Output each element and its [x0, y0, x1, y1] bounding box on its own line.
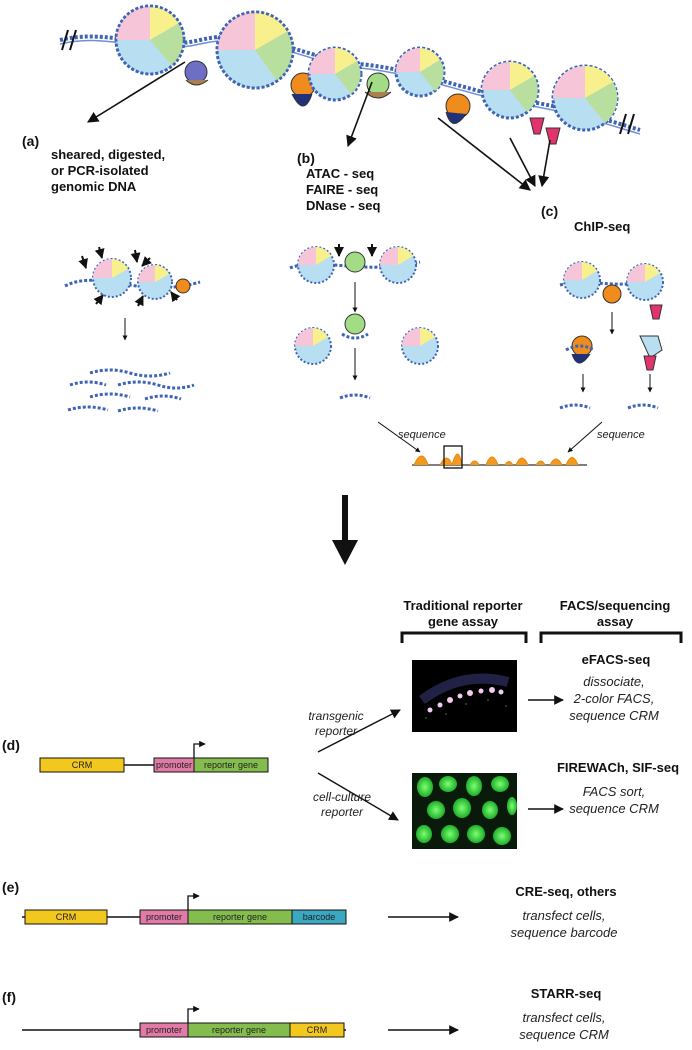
bracket-facs: [539, 631, 683, 643]
panel-b-line-1: ATAC - seq: [306, 166, 374, 181]
panel-a-letter: (a): [22, 133, 39, 149]
purple-protein-1: [184, 60, 209, 86]
crm-label-d: CRM: [72, 760, 93, 770]
dna-fragment-c-2: [627, 403, 659, 410]
transgenic-line-2: reporter: [315, 724, 358, 738]
header-facs-line-1: FACS/sequencing: [560, 598, 671, 613]
starr-line-1: transfect cells,: [522, 1010, 605, 1025]
starr-title: STARR-seq: [531, 986, 602, 1001]
reporter-label-e: reporter gene: [213, 912, 267, 922]
sequence-label-right: sequence: [597, 429, 645, 441]
dna-fragments-a: [67, 368, 195, 413]
header-traditional-line-2: gene assay: [428, 614, 499, 629]
barcode-label-e: barcode: [303, 912, 336, 922]
break-mark-left: [61, 29, 69, 51]
arrow-sequence-left: [377, 421, 421, 453]
panel-c-title: ChIP-seq: [574, 219, 630, 234]
panel-a-line-1: sheared, digested,: [51, 147, 165, 162]
arrow-to-a: [87, 61, 186, 123]
cell-culture-line-1: cell-culture: [313, 790, 371, 804]
pink-protein-2: [545, 127, 561, 145]
crm-box-f: [289, 1022, 345, 1038]
efacs-line-2: 2-color FACS,: [573, 691, 655, 706]
panel-a-line-3: genomic DNA: [51, 179, 137, 194]
promoter-label-d: promoter: [156, 760, 192, 770]
promoter-label-e: promoter: [146, 912, 182, 922]
peak-track: [412, 445, 587, 469]
nucleosome-2: [215, 10, 295, 90]
arrow-sequence-right: [567, 421, 603, 453]
reporter-label-d: reporter gene: [204, 760, 258, 770]
nucleosome-3: [307, 46, 363, 102]
highlighted-peak-box: [443, 445, 463, 469]
arrow-transgenic: [317, 709, 401, 753]
construct-e: [22, 892, 347, 925]
transgenic-line-1: transgenic: [308, 709, 363, 723]
dna-fragment-b: [339, 393, 371, 400]
starr-line-2: sequence CRM: [519, 1027, 609, 1042]
bracket-traditional: [400, 631, 528, 643]
cell-culture-line-2: reporter: [321, 805, 364, 819]
promoter-label-f: promoter: [146, 1025, 182, 1035]
arrow-to-c-2: [509, 137, 536, 187]
construct-f: [22, 1005, 346, 1038]
gfp-cells-micrograph: [412, 773, 517, 849]
panel-c-chromatin: [559, 261, 664, 320]
firewach-line-1: FACS sort,: [583, 784, 646, 799]
efacs-line-3: sequence CRM: [569, 708, 659, 723]
reporter-label-f: reporter gene: [212, 1025, 266, 1035]
nucleosome-1: [114, 4, 186, 76]
panel-c-letter: (c): [541, 203, 558, 219]
nucleosome-6: [551, 64, 619, 132]
arrow-to-c-1: [437, 117, 531, 191]
crm-label-f: CRM: [307, 1025, 328, 1035]
break-mark-right: [619, 113, 627, 135]
panel-b-line-3: DNase - seq: [306, 198, 380, 213]
panel-e-letter: (e): [2, 879, 19, 895]
panel-c-pulled-down: [565, 335, 663, 371]
embryo-micrograph: [412, 660, 517, 732]
nucleosome-4: [394, 46, 446, 98]
crm-box-d: [39, 757, 125, 773]
green-protein-1: [364, 72, 392, 99]
header-traditional-line-1: Traditional reporter: [403, 598, 522, 613]
arrow-to-b: [346, 81, 373, 148]
creseq-line-1: transfect cells,: [522, 908, 605, 923]
creseq-line-2: sequence barcode: [511, 925, 618, 940]
panel-b-fragments: [294, 313, 439, 365]
panel-b-chromatin: [289, 244, 421, 284]
firewach-line-2: sequence CRM: [569, 801, 659, 816]
orange-protein-2: [445, 93, 471, 124]
dna-fragment-c-1: [559, 403, 591, 410]
panel-d-letter: (d): [2, 737, 20, 753]
creseq-title: CRE-seq, others: [515, 884, 616, 899]
arrow-to-c-3: [538, 139, 551, 188]
construct-d: [39, 740, 269, 773]
panel-a-chromatin: [64, 258, 201, 300]
panel-f-letter: (f): [2, 989, 16, 1005]
panel-a-line-2: or PCR-isolated: [51, 163, 149, 178]
efacs-title: eFACS-seq: [582, 652, 651, 667]
barcode-box-e: [291, 909, 347, 925]
panel-b-line-2: FAIRE - seq: [306, 182, 378, 197]
pink-protein-1: [529, 117, 545, 135]
sequence-label-left: sequence: [398, 429, 446, 441]
header-facs-line-2: assay: [597, 614, 634, 629]
panel-b-letter: (b): [297, 150, 315, 166]
cut-arrows-a: [78, 246, 181, 307]
efacs-line-1: dissociate,: [583, 674, 644, 689]
reporter-box-d: [193, 757, 269, 773]
firewach-title: FIREWACh, SIF-seq: [557, 760, 679, 775]
crm-label-e: CRM: [56, 912, 77, 922]
nucleosome-5: [480, 60, 540, 120]
arrow-cell-culture: [317, 772, 399, 821]
crm-box-e: [24, 909, 108, 925]
